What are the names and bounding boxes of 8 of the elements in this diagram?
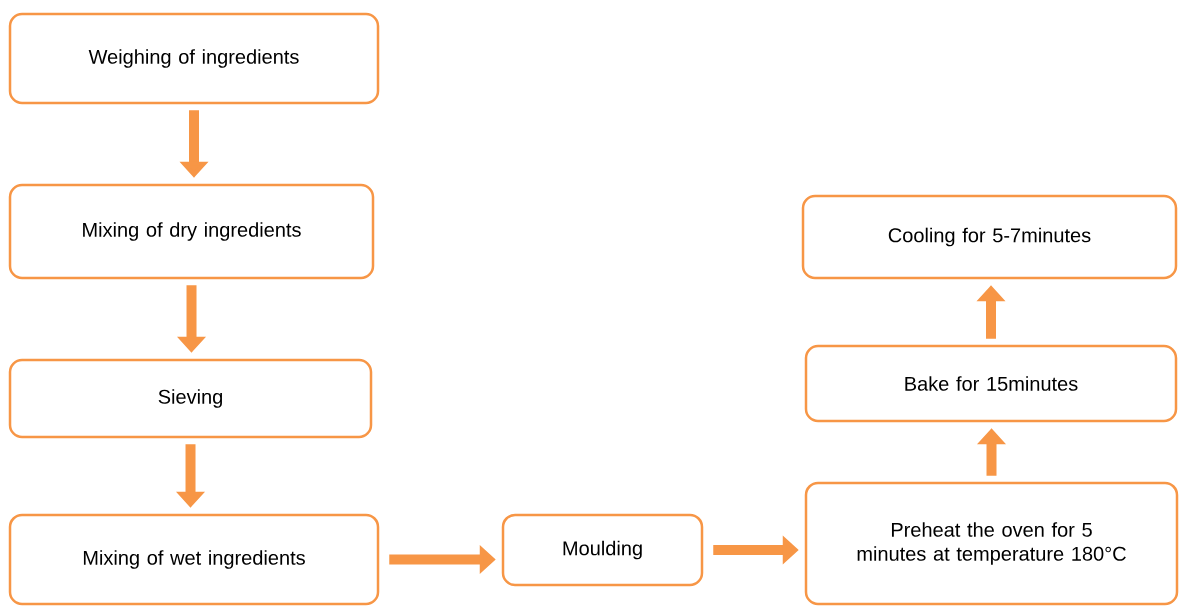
process-box: Mixing of wet ingredients bbox=[8, 513, 380, 606]
process-box: Cooling for 5-7minutes bbox=[801, 194, 1178, 280]
process-box: Mixing of dry ingredients bbox=[8, 183, 375, 280]
process-box: Sieving bbox=[8, 358, 373, 439]
process-box: Bake for 15minutes bbox=[804, 344, 1178, 423]
process-box: Weighing of ingredients bbox=[8, 12, 380, 105]
process-box: Moulding bbox=[501, 513, 704, 587]
process-box: Preheat the oven for 5 minutes at temperature 180°C bbox=[804, 481, 1179, 606]
